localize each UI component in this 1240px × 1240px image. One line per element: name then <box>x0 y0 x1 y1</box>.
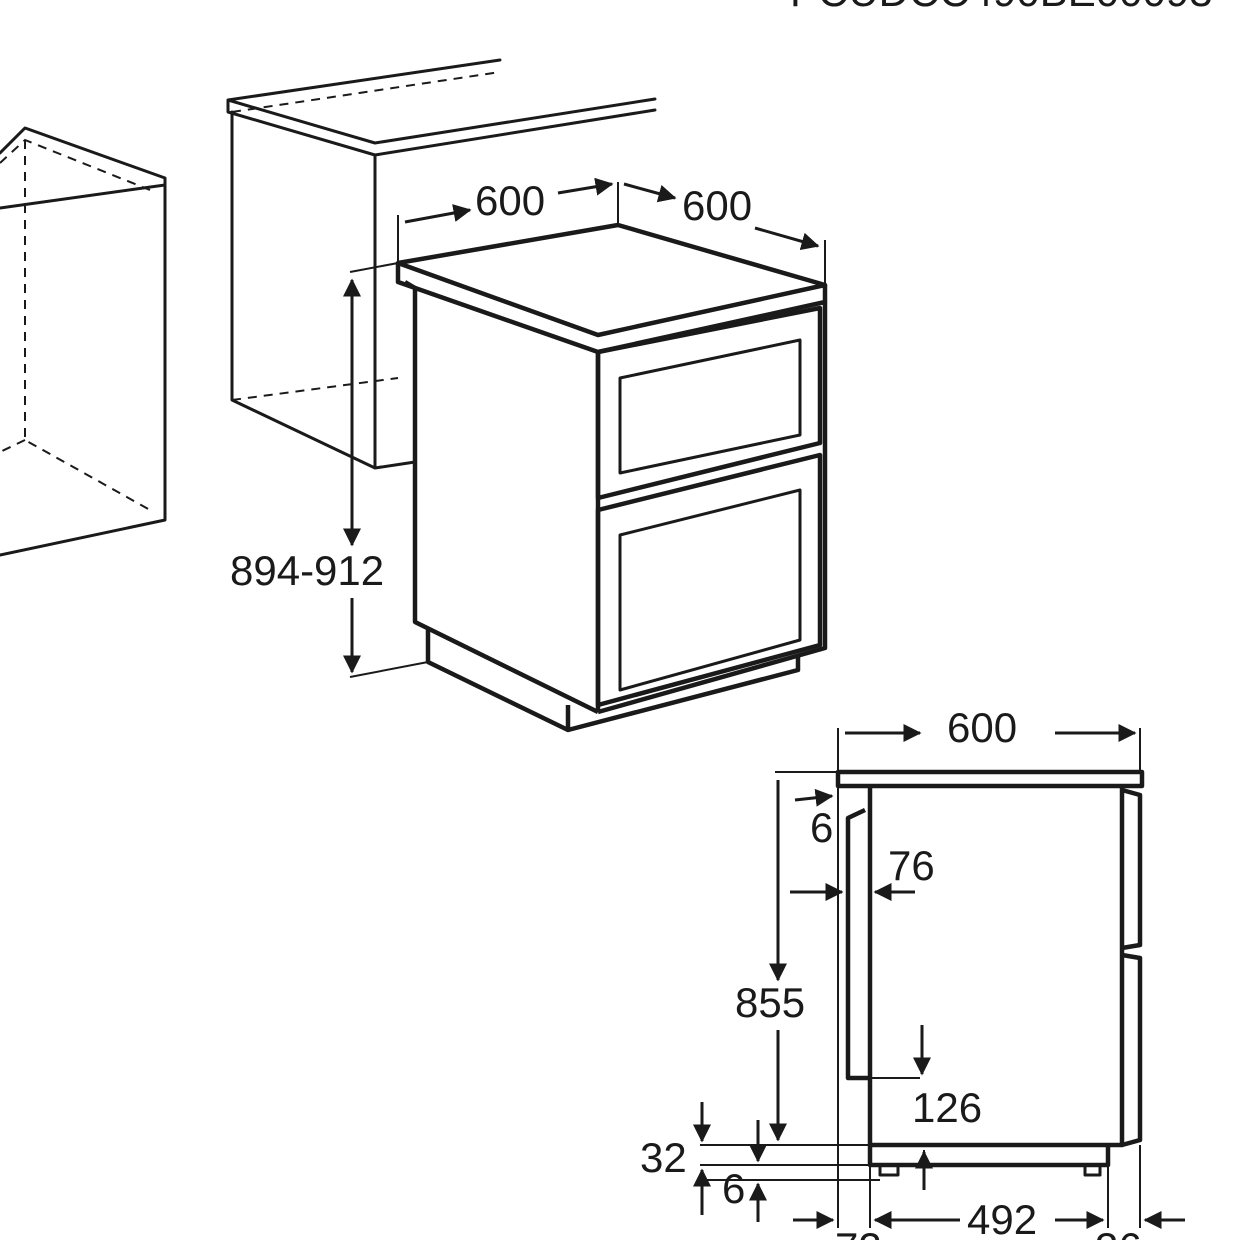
product-code-text: PCUDCC490BE00093 <box>790 0 1213 15</box>
perspective-dimensions: 600 600 894-912 <box>230 177 826 678</box>
front-projection-label: 72 <box>835 1224 882 1240</box>
handle-bottom-label: 126 <box>912 1084 982 1131</box>
back-kitchen-cabinet <box>226 58 657 470</box>
handle-depth-label: 76 <box>888 842 935 889</box>
perspective-height-label: 894-912 <box>230 547 384 594</box>
depth-dimension-arrow <box>623 182 677 203</box>
perspective-width-label: 600 <box>475 177 545 224</box>
perspective-depth-label: 600 <box>682 182 752 229</box>
cooker-side-view <box>835 769 1145 1177</box>
base-height-label: 32 <box>640 1134 687 1181</box>
left-kitchen-cabinet <box>0 126 167 557</box>
foot-gap-label: 6 <box>722 1165 745 1212</box>
side-height-label: 855 <box>735 979 805 1026</box>
overall-width-label: 600 <box>947 704 1017 751</box>
side-view-dimensions: 600 855 6 76 126 32 6 492 72 36 <box>640 704 1185 1240</box>
base-depth-label: 492 <box>967 1196 1037 1240</box>
width-dimension-arrow <box>404 204 472 224</box>
rear-gap-label: 36 <box>1095 1224 1142 1240</box>
top-offset-label: 6 <box>810 804 833 851</box>
cooker-perspective <box>395 222 828 733</box>
